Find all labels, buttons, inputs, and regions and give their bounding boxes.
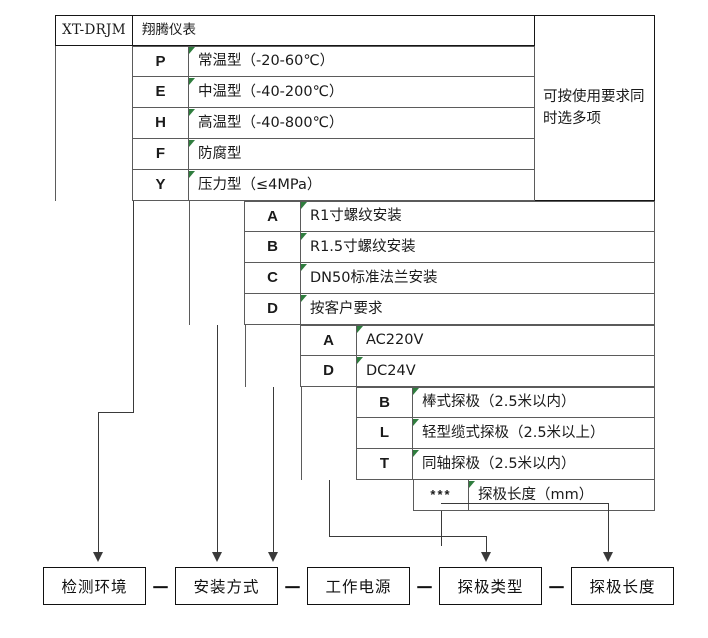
model-prefix-cell: XT-DRJM	[55, 15, 133, 46]
connector-probe-length-h1	[441, 503, 608, 504]
environment-left-spine	[55, 46, 133, 201]
connector-environment-h1	[98, 412, 134, 413]
legend-separator-0: －	[150, 576, 170, 599]
environment-desc-4: 压力型（≤4MPa）	[189, 170, 535, 201]
legend-separator-3: －	[546, 576, 566, 599]
connector-probe-type-arrow	[481, 552, 491, 562]
connector-power-v1	[273, 387, 274, 553]
brand-name-cell: 翔腾仪表	[133, 15, 535, 46]
legend-box-environment: 检测环境	[43, 567, 146, 605]
legend-box-mounting: 安装方式	[175, 567, 278, 605]
probe-type-desc-0: 棒式探极（2.5米以内）	[413, 387, 655, 418]
mounting-left-spine	[189, 201, 245, 325]
connector-probe-length-v1	[441, 511, 442, 546]
mounting-desc-3: 按客户要求	[301, 294, 655, 325]
environment-code-2: H	[133, 108, 189, 139]
probe-type-code-1: L	[357, 418, 413, 449]
connector-probe-type-v2	[486, 536, 487, 553]
probe-type-desc-1: 轻型缆式探极（2.5米以上）	[413, 418, 655, 449]
legend-separator-1: －	[282, 576, 302, 599]
connector-mounting-v1	[217, 325, 218, 553]
connector-probe-type-v1	[329, 480, 330, 537]
environment-code-1: E	[133, 77, 189, 108]
connector-probe-length-arrow	[603, 552, 613, 562]
environment-desc-0: 常温型（-20-60℃）	[189, 46, 535, 77]
connector-environment-arrow	[93, 552, 103, 562]
probe-type-desc-2: 同轴探极（2.5米以内）	[413, 449, 655, 480]
mounting-desc-2: DN50标准法兰安装	[301, 263, 655, 294]
probe-type-code-0: B	[357, 387, 413, 418]
connector-power-arrow	[268, 552, 278, 562]
environment-code-4: Y	[133, 170, 189, 201]
legend-separator-2: －	[414, 576, 434, 599]
legend-box-probe-length: 探极长度	[571, 567, 674, 605]
mounting-code-0: A	[245, 201, 301, 232]
legend-box-probe-type: 探极类型	[439, 567, 542, 605]
mounting-code-2: C	[245, 263, 301, 294]
probe-type-left-spine	[301, 387, 357, 480]
power-code-1: D	[301, 356, 357, 387]
connector-probe-type-h1	[329, 536, 486, 537]
probe-length-code-0: ***	[413, 480, 469, 511]
probe-length-desc-0: 探极长度（mm）	[469, 480, 655, 511]
connector-environment-v2	[98, 412, 99, 553]
environment-desc-2: 高温型（-40-800℃）	[189, 108, 535, 139]
side-note-cell: 可按使用要求同时选多项	[535, 15, 655, 201]
mounting-desc-0: R1寸螺纹安装	[301, 201, 655, 232]
legend-box-power: 工作电源	[307, 567, 410, 605]
environment-code-3: F	[133, 139, 189, 170]
mounting-code-1: B	[245, 232, 301, 263]
environment-desc-1: 中温型（-40-200℃）	[189, 77, 535, 108]
power-desc-0: AC220V	[357, 325, 655, 356]
power-desc-1: DC24V	[357, 356, 655, 387]
mounting-desc-1: R1.5寸螺纹安装	[301, 232, 655, 263]
connector-environment-v1	[133, 201, 134, 413]
power-code-0: A	[301, 325, 357, 356]
environment-code-0: P	[133, 46, 189, 77]
probe-type-code-2: T	[357, 449, 413, 480]
mounting-code-3: D	[245, 294, 301, 325]
connector-probe-length-v2	[608, 503, 609, 553]
power-left-spine	[245, 325, 301, 387]
connector-mounting-arrow	[212, 552, 222, 562]
environment-desc-3: 防腐型	[189, 139, 535, 170]
